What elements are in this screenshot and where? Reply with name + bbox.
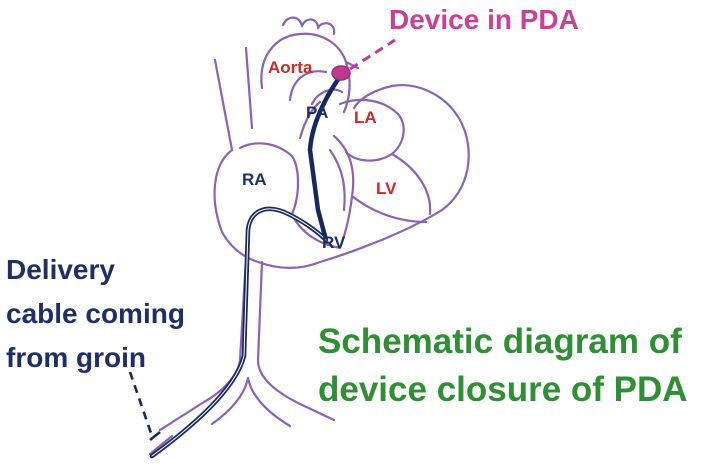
rv-label: RV bbox=[322, 233, 346, 252]
ra-label: RA bbox=[242, 170, 267, 189]
caption-line-1: Schematic diagram of bbox=[318, 322, 682, 361]
pulmonary-trunk-inner bbox=[298, 100, 322, 140]
la-label: LA bbox=[354, 108, 377, 127]
femoral-vein bbox=[148, 434, 174, 456]
aortic-arch-inner bbox=[288, 70, 328, 102]
aorta-label: Aorta bbox=[268, 58, 313, 77]
device-pointer bbox=[349, 38, 396, 71]
pa-label: PA bbox=[306, 103, 329, 122]
septum-inner bbox=[328, 148, 346, 212]
delivery-line-3: from groin bbox=[6, 342, 146, 373]
aortic-arch bbox=[260, 32, 360, 90]
right-atrium-wall bbox=[238, 142, 300, 216]
heart-outer bbox=[213, 84, 470, 270]
pda-device bbox=[331, 65, 351, 81]
delivery-line-1: Delivery bbox=[6, 254, 115, 285]
delivery-line-2: cable coming bbox=[6, 298, 185, 329]
lv-label: LV bbox=[376, 179, 397, 198]
neck-vessels bbox=[281, 16, 336, 36]
caption-line-2: device closure of PDA bbox=[318, 370, 688, 409]
ivc-right bbox=[256, 260, 336, 422]
delivery-pointer-tick bbox=[149, 430, 161, 442]
delivery-cable-label: Delivery cable coming from groin bbox=[6, 248, 185, 380]
descending-aorta bbox=[342, 60, 351, 114]
superior-vena-cava bbox=[213, 58, 234, 152]
diagram-caption: Schematic diagram of device closure of P… bbox=[318, 318, 688, 414]
delivery-cable-core bbox=[151, 208, 327, 457]
device-in-pda-label: Device in PDA bbox=[389, 4, 579, 35]
iliac-inner bbox=[210, 376, 292, 428]
left-ventricle-wall bbox=[390, 152, 432, 216]
left-ventricle-apex bbox=[350, 194, 428, 224]
delivery-pointer bbox=[128, 371, 154, 437]
svc-inner bbox=[244, 46, 254, 130]
pulmonary-trunk bbox=[310, 88, 344, 106]
left-atrium bbox=[338, 98, 405, 162]
